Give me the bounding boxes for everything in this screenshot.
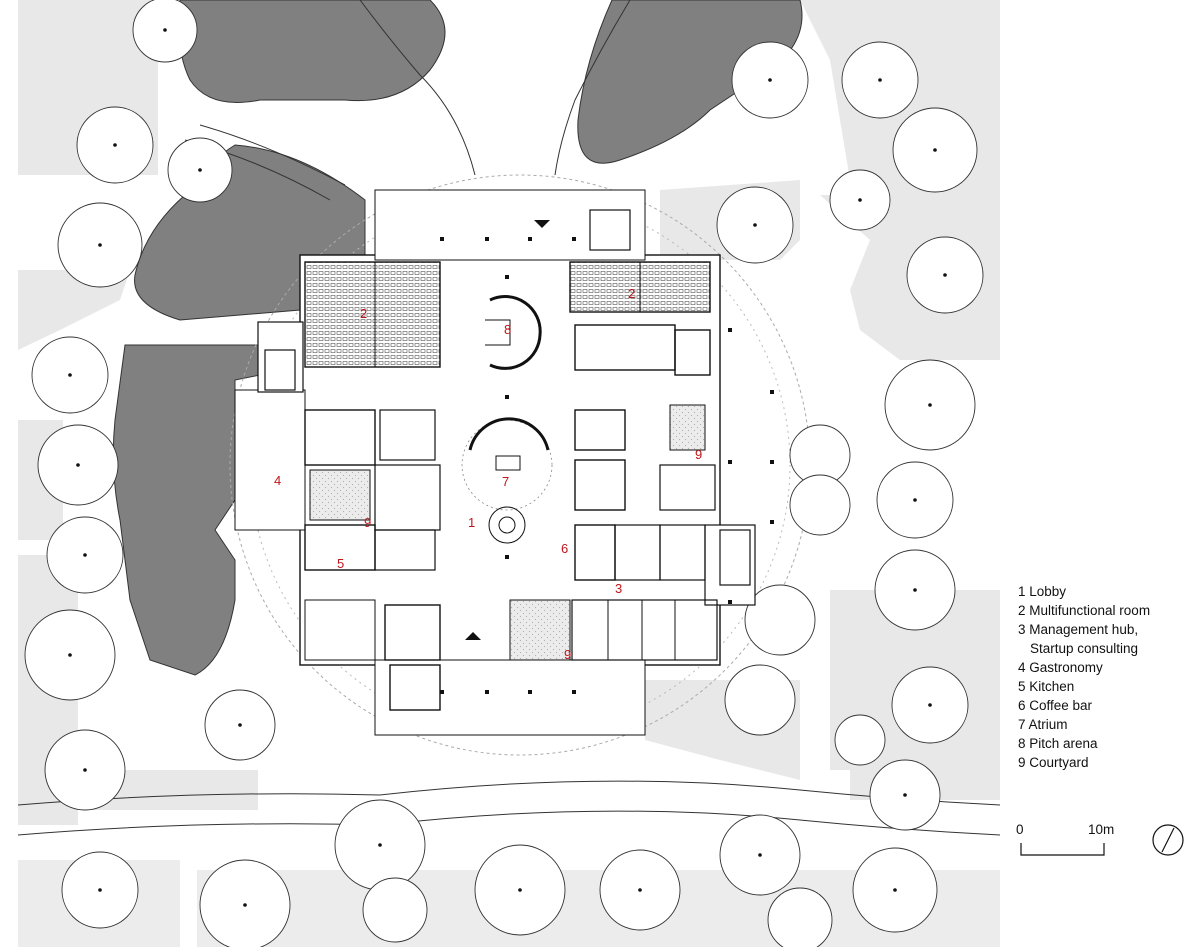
lbl-1-lobby: 1 xyxy=(468,515,476,530)
lbl-2-north-east: 2 xyxy=(628,286,636,301)
north-arrow-icon xyxy=(1152,824,1184,856)
lbl-4: 4 xyxy=(274,473,282,488)
legend-item: 5 Kitchen xyxy=(1018,679,1075,694)
tree-trunks xyxy=(68,28,947,907)
lbl-9-west: 9 xyxy=(364,515,372,530)
legend-item: 7 Atrium xyxy=(1018,717,1068,732)
legend-item: 3 Management hub, xyxy=(1018,622,1139,637)
lbl-9-east: 9 xyxy=(695,447,703,462)
lbl-8: 8 xyxy=(504,322,512,337)
legend-item: 6 Coffee bar xyxy=(1018,698,1093,713)
lbl-7: 7 xyxy=(502,474,510,489)
legend-item: 9 Courtyard xyxy=(1018,755,1089,770)
lbl-6: 6 xyxy=(561,541,569,556)
lbl-2-north-west: 2 xyxy=(360,306,368,321)
lbl-3: 3 xyxy=(615,581,623,596)
legend-item: Startup consulting xyxy=(1030,641,1139,656)
legend-item: 8 Pitch arena xyxy=(1018,736,1098,751)
lbl-5: 5 xyxy=(337,556,345,571)
legend-item: 1 Lobby xyxy=(1018,584,1067,599)
legend-item: 2 Multifunctional room xyxy=(1018,603,1151,618)
scale-bar xyxy=(1020,843,1105,856)
legend: 1 Lobby 2 Multifunctional room 3 Managem… xyxy=(1018,582,1150,772)
lbl-9-south: 9 xyxy=(564,647,572,662)
scale-bar-end-label: 10m xyxy=(1088,822,1115,837)
legend-item: 4 Gastronomy xyxy=(1018,660,1103,675)
building xyxy=(234,189,774,736)
scale-bar-start-label: 0 xyxy=(1016,822,1024,837)
